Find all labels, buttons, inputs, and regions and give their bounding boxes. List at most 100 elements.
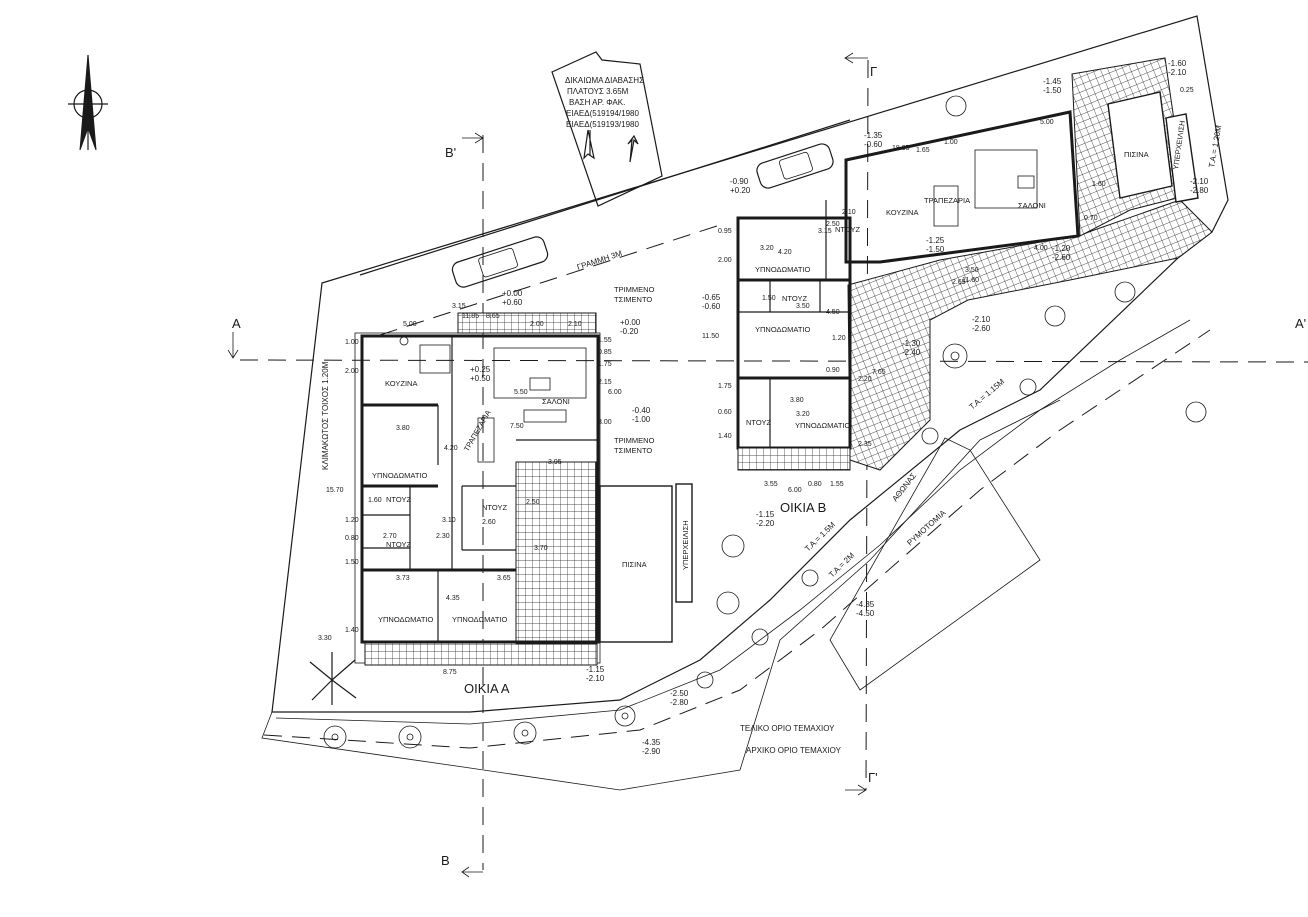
section-label-g-top: Γ — [870, 64, 877, 79]
house-a-title: ΟΙΚΙΑ Α — [464, 681, 510, 696]
easement-banner — [551, 51, 663, 207]
house-b-overflow — [1165, 113, 1199, 203]
house-b-pool — [1107, 91, 1173, 199]
rymotomia-strip — [829, 437, 1041, 691]
section-marker-b-top — [462, 132, 484, 144]
tree-icon — [921, 427, 939, 445]
level-15b: -2.60 — [1052, 253, 1071, 262]
grammi-line — [379, 224, 721, 336]
dining-table-icon — [933, 185, 959, 227]
dim: 8.75 — [443, 669, 457, 676]
house-b-body-upper — [844, 110, 1080, 264]
level-3b: +0.50 — [470, 374, 491, 383]
dim: 2.30 — [436, 533, 450, 540]
level-11b: -0.60 — [864, 140, 883, 149]
dim: 6.00 — [788, 487, 802, 494]
ta-115-label: Τ.Α.= 1.15Μ — [968, 377, 1007, 412]
plot-boundary-final — [271, 15, 1229, 713]
b-bed3-label: ΥΠΝΟΔΩΜΑΤΙΟ — [795, 421, 850, 430]
b-shower2-label: ΝΤΟΥΖ — [782, 294, 807, 303]
dim: 3.65 — [497, 575, 511, 582]
section-marker-a-left — [227, 332, 239, 359]
dim: 1.40 — [718, 433, 732, 440]
tree-icon — [513, 721, 537, 745]
house-a — [354, 312, 601, 666]
road-edge-line-2 — [263, 329, 1211, 749]
dim: 3.95 — [548, 459, 562, 466]
dim: 2.10 — [568, 321, 582, 328]
dim: 7.50 — [510, 423, 524, 430]
house-b-terrace-tile — [847, 199, 1213, 471]
dim: 3.30 — [318, 635, 332, 642]
house-a-pool — [599, 485, 673, 643]
dim: 2.65 — [952, 279, 966, 286]
level-13: -1.60 — [1168, 59, 1187, 68]
level-6: -1.15 — [756, 510, 775, 519]
palm-tree-icon — [309, 652, 357, 705]
section-label-g-bottom: Γ' — [868, 770, 878, 785]
b-living-label: ΣΑΛΟΝΙ — [1018, 201, 1046, 210]
easement-line-4: ΕΙΑΕΔ(519194/1980 — [566, 109, 640, 118]
tree-icon — [1185, 401, 1207, 423]
dim: 2.15 — [598, 379, 612, 386]
a-cement1-line2: ΤΣΙΜΕΝΤΟ — [614, 295, 652, 304]
dim: 1.50 — [345, 559, 359, 566]
teliko-orio-label: ΤΕΛΙΚΟ ΟΡΙΟ ΤΕΜΑΧΙΟΥ — [740, 724, 835, 733]
dim: 3.80 — [790, 397, 804, 404]
tree-icon — [945, 95, 967, 117]
level-17b: -0.60 — [702, 302, 721, 311]
level-19: -1.30 — [902, 339, 921, 348]
tree-icon — [942, 343, 968, 369]
dim: 2.50 — [526, 499, 540, 506]
dim: 3.73 — [396, 575, 410, 582]
section-marker-g-top — [844, 52, 868, 64]
a-cement1-line1: ΤΡΙΜΜΕΝΟ — [614, 285, 655, 294]
arxiko-orio-label: ΑΡΧΙΚΟ ΟΡΙΟ ΤΕΜΑΧΙΟΥ — [746, 746, 842, 755]
dim: 7.65 — [872, 369, 886, 376]
easement-line-1: ΔΙΚΑΙΩΜΑ ΔΙΑΒΑΣΗΣ — [565, 76, 644, 85]
dim: 5.50 — [514, 389, 528, 396]
centerline-a — [239, 359, 1308, 363]
dim: 4.50 — [826, 309, 840, 316]
level-10b: +0.20 — [730, 186, 751, 195]
dim: 0.25 — [1180, 87, 1194, 94]
level-2: +0.00 — [620, 318, 641, 327]
dim: 6.00 — [608, 389, 622, 396]
dim: 5.00 — [403, 321, 417, 328]
easement-line-3: ΒΑΣΗ ΑΡ. ΦΑΚ. — [569, 98, 625, 107]
dim: 4.00 — [1034, 245, 1048, 252]
dim: 3.10 — [442, 517, 456, 524]
tree-icon — [398, 725, 422, 749]
dim: 1.00 — [345, 339, 359, 346]
b-pool-label: ΠΙΣΙΝΑ — [1124, 150, 1149, 159]
b-shower1-label: ΝΤΟΥΖ — [835, 225, 860, 234]
section-label-a-right: Α' — [1295, 316, 1306, 331]
sofa-icon — [493, 347, 587, 399]
dim: 3.20 — [796, 411, 810, 418]
up-arrow-icon — [627, 134, 639, 163]
dim: 3.70 — [534, 545, 548, 552]
level-17: -0.65 — [702, 293, 721, 302]
section-label-b-bottom: Β — [441, 853, 450, 868]
dim: 1.55 — [598, 337, 612, 344]
tree-icon — [721, 534, 745, 558]
section-marker-b-bottom — [461, 866, 483, 878]
dim: 0.80 — [808, 481, 822, 488]
rymotomia-label: ΡΥΜΟΤΟΜΙΑ — [905, 508, 948, 548]
level-4: -0.40 — [632, 406, 651, 415]
dim: 3.50 — [796, 303, 810, 310]
tree-icon — [716, 591, 740, 615]
tree-icon — [323, 725, 347, 749]
grammi-label: ΓΡΑΜΜΗ 3Μ — [576, 249, 624, 272]
dim: 2.00 — [530, 321, 544, 328]
dim: 11.50 — [702, 333, 719, 340]
tree-icon — [801, 569, 819, 587]
level-12b: -1.50 — [1043, 86, 1062, 95]
level-2b: -0.20 — [620, 327, 639, 336]
dim: 1.00 — [944, 139, 958, 146]
plot-boundary-original — [261, 399, 1061, 791]
dim: 3.80 — [396, 425, 410, 432]
tree-icon — [696, 671, 714, 689]
house-b-title: ΟΙΚΙΑ Β — [780, 500, 826, 515]
